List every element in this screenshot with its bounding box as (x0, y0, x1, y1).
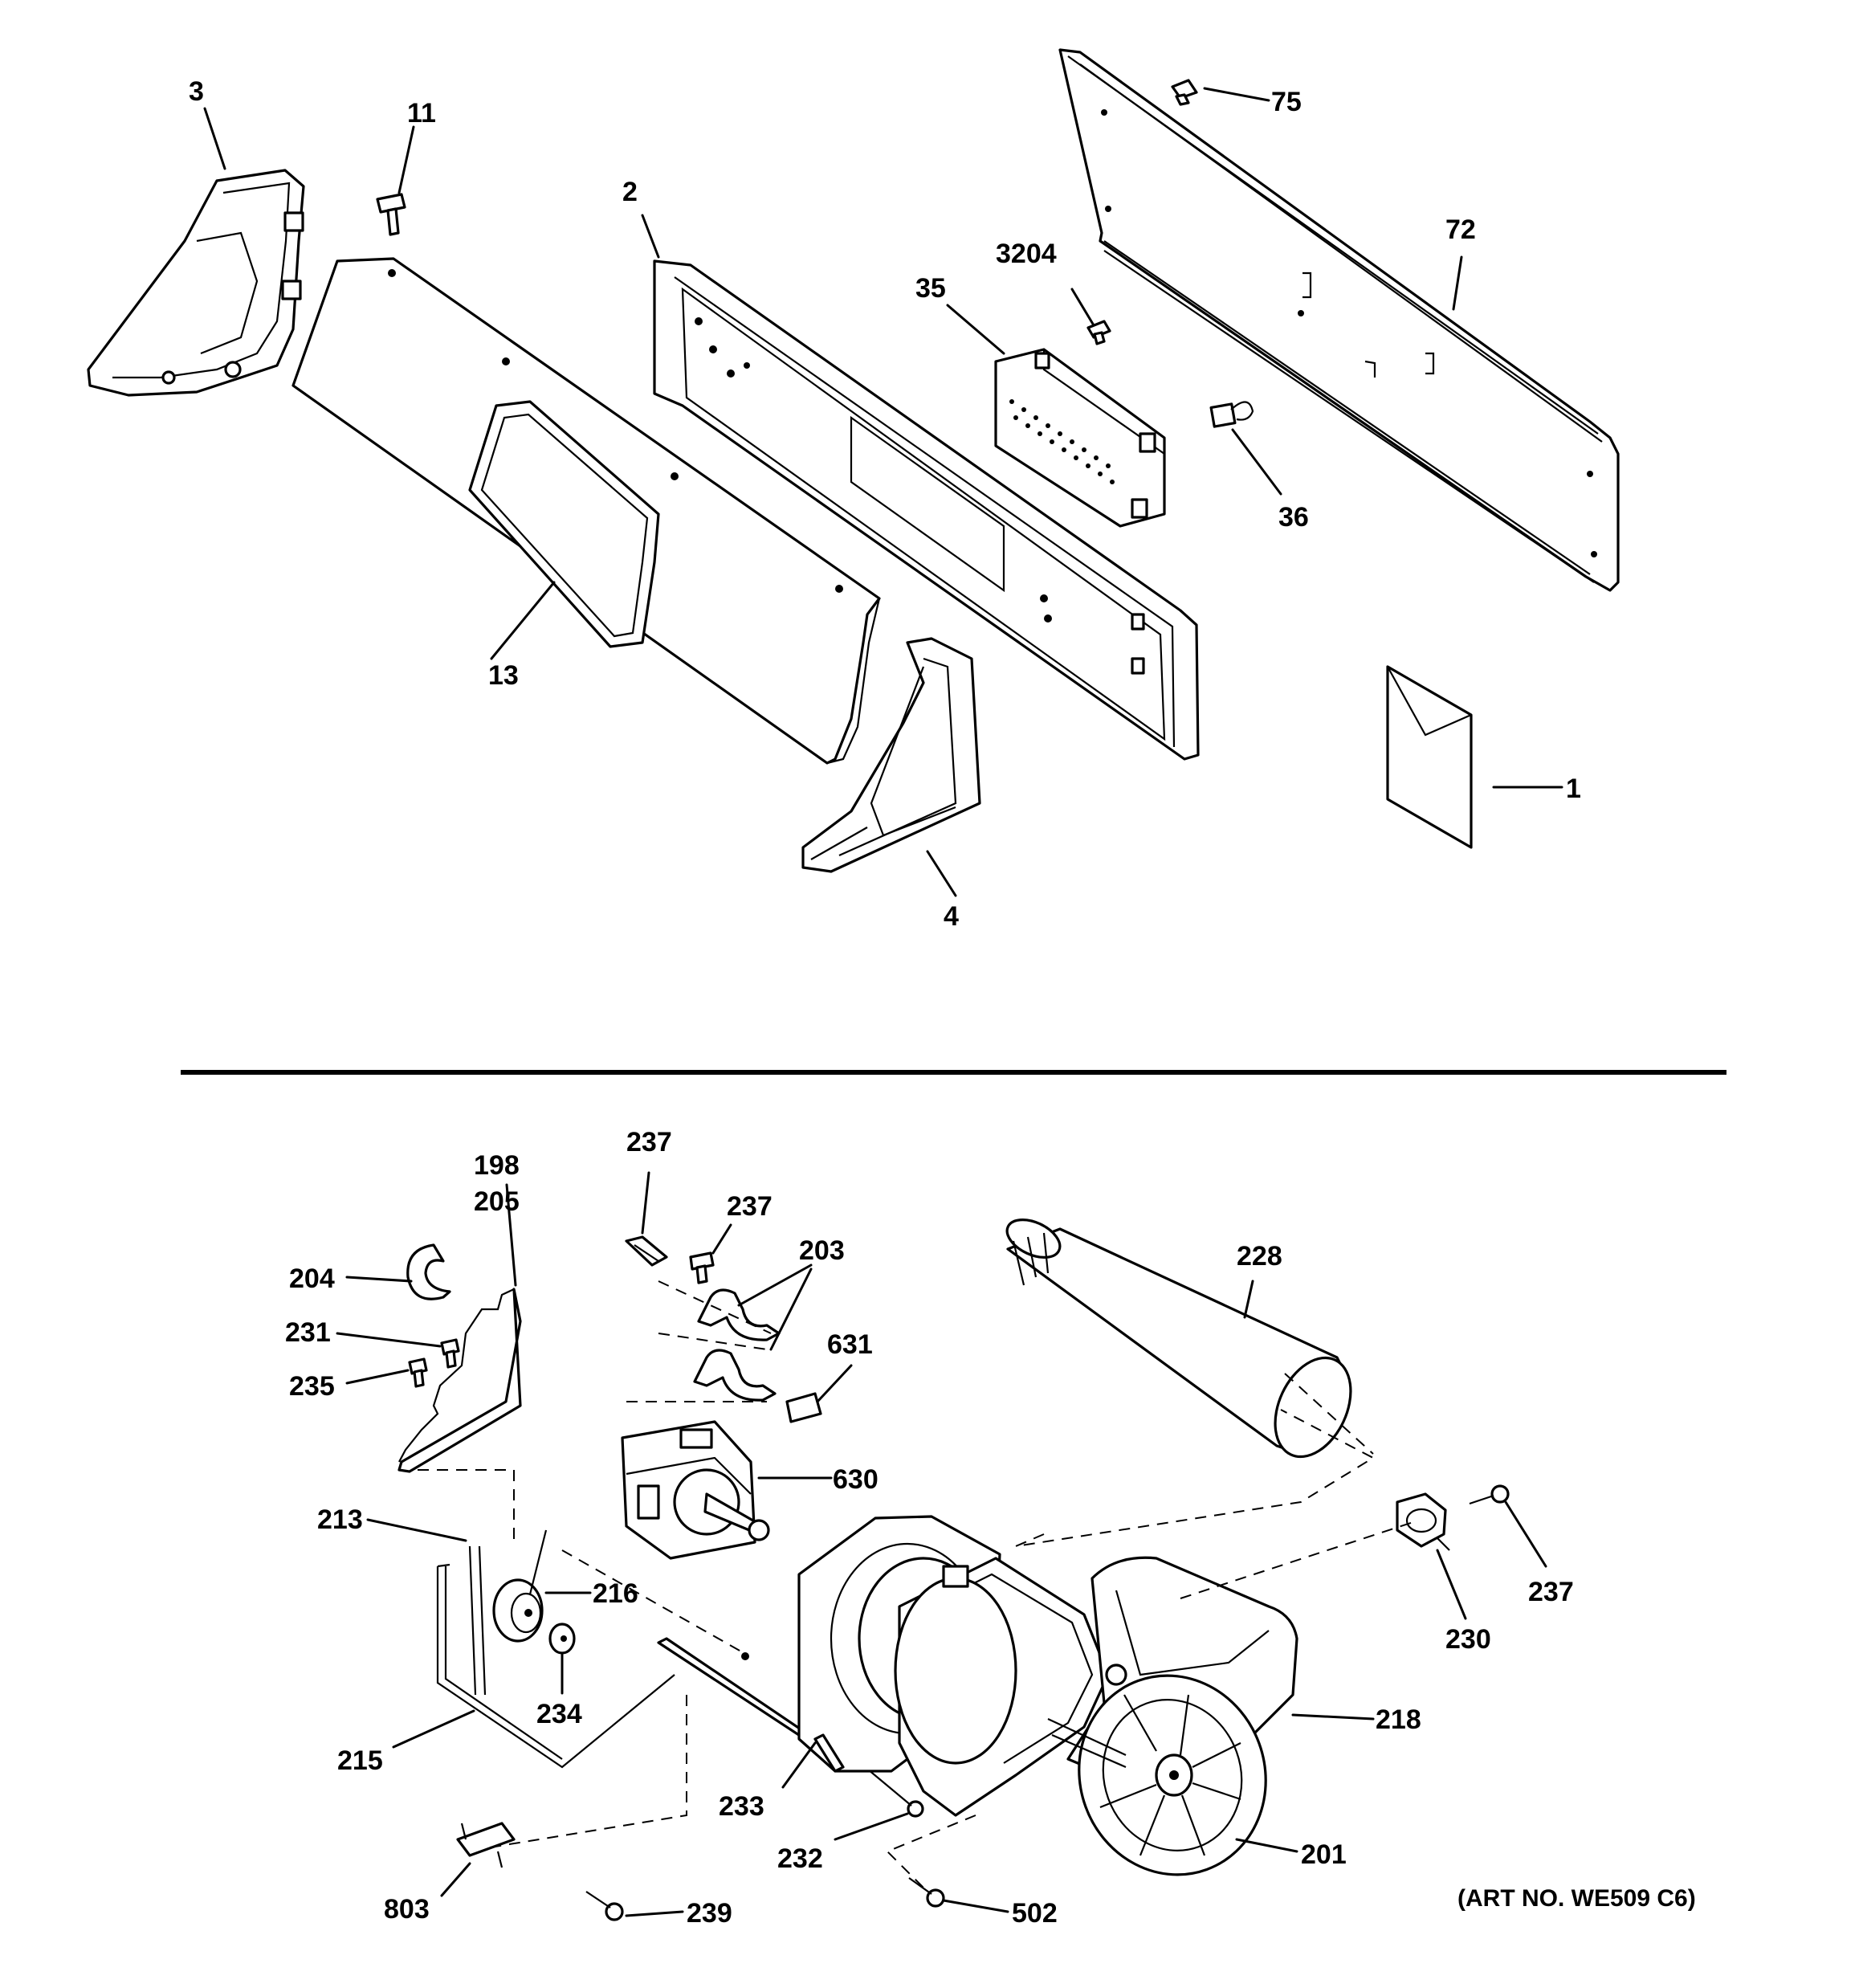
callout-205: 205 (474, 1186, 520, 1217)
callout-11: 11 (407, 98, 436, 129)
part-218-blower-housing (797, 1515, 1298, 1817)
callout-502: 502 (1012, 1898, 1058, 1929)
part-237-screw-upper (625, 1235, 668, 1267)
part-502-screw (908, 1877, 945, 1908)
callout-237-middle: 237 (727, 1191, 773, 1222)
callout-36: 36 (1278, 502, 1309, 533)
part-213-idler-spring (468, 1545, 487, 1696)
part-75-screw (1171, 79, 1198, 106)
part-201-blower-wheel (1047, 1674, 1267, 1876)
part-4-right-endcap (801, 637, 981, 873)
callout-235: 235 (289, 1371, 335, 1402)
part-2-control-frame (653, 259, 1200, 761)
part-239-screw (585, 1891, 624, 1921)
callout-218: 218 (1376, 1704, 1421, 1735)
part-231-screw (440, 1338, 460, 1369)
part-203-motor-clamp-upper (697, 1288, 781, 1341)
callout-216: 216 (593, 1578, 638, 1609)
callout-201: 201 (1301, 1839, 1347, 1870)
callout-1: 1 (1566, 774, 1581, 804)
callout-3204: 3204 (996, 239, 1057, 269)
part-233-base-plate (657, 1637, 817, 1745)
part-630-motor (621, 1420, 770, 1560)
part-198-205-motor-bracket (397, 1288, 522, 1473)
part-230-thermostat (1396, 1492, 1450, 1551)
callout-237-upper: 237 (626, 1127, 672, 1157)
leader-lines (203, 87, 1563, 1917)
art-number: (ART NO. WE509 C6) (1457, 1885, 1696, 1912)
part-204-clip (406, 1243, 451, 1300)
callout-215: 215 (337, 1745, 383, 1776)
part-631-connector (785, 1392, 822, 1423)
callout-232: 232 (777, 1843, 823, 1874)
callout-234: 234 (536, 1699, 582, 1729)
assembly-dashed-lines (418, 1280, 1414, 1888)
callout-198: 198 (474, 1150, 520, 1181)
part-3-left-endcap (87, 169, 305, 397)
part-72-rear-panel (1058, 48, 1620, 592)
callout-75: 75 (1271, 87, 1302, 117)
callout-4: 4 (944, 901, 959, 932)
part-235-screw (408, 1357, 428, 1388)
callout-13: 13 (488, 660, 519, 691)
callout-204: 204 (289, 1263, 335, 1294)
part-232-screw (862, 1765, 924, 1818)
callout-2: 2 (622, 177, 638, 207)
callout-203: 203 (799, 1235, 845, 1266)
callout-213: 213 (317, 1504, 363, 1535)
callout-35: 35 (915, 273, 946, 304)
callout-237-thermostat: 237 (1528, 1577, 1574, 1607)
callout-72: 72 (1445, 214, 1476, 245)
part-237-screw-middle (689, 1251, 715, 1284)
callout-233: 233 (719, 1791, 764, 1822)
part-11-screw (376, 193, 406, 236)
callout-239: 239 (687, 1898, 732, 1929)
callout-803: 803 (384, 1894, 430, 1925)
callout-3: 3 (189, 76, 204, 107)
callout-631: 631 (827, 1329, 873, 1360)
part-234-washer (548, 1623, 576, 1655)
callout-231: 231 (285, 1317, 331, 1348)
callout-labels: 3 11 2 75 72 3204 35 36 13 1 4 237 198 2… (189, 76, 1696, 1929)
part-215-idler-arm (436, 1563, 675, 1769)
part-237-screw-thermostat (1469, 1484, 1510, 1505)
part-228-duct (1005, 1219, 1352, 1459)
part-216-idler-pulley (492, 1529, 548, 1643)
part-803-switch (456, 1822, 516, 1868)
callout-228: 228 (1237, 1241, 1282, 1272)
part-203-motor-clamp-lower (693, 1349, 777, 1402)
part-13-control-panel (291, 257, 881, 765)
part-36-connector (1209, 401, 1254, 428)
callout-230: 230 (1445, 1624, 1491, 1655)
part-1-literature-envelope (1386, 665, 1473, 849)
callout-630: 630 (833, 1464, 879, 1495)
part-3204-screw (1086, 320, 1111, 345)
part-35-control-board (994, 348, 1166, 528)
